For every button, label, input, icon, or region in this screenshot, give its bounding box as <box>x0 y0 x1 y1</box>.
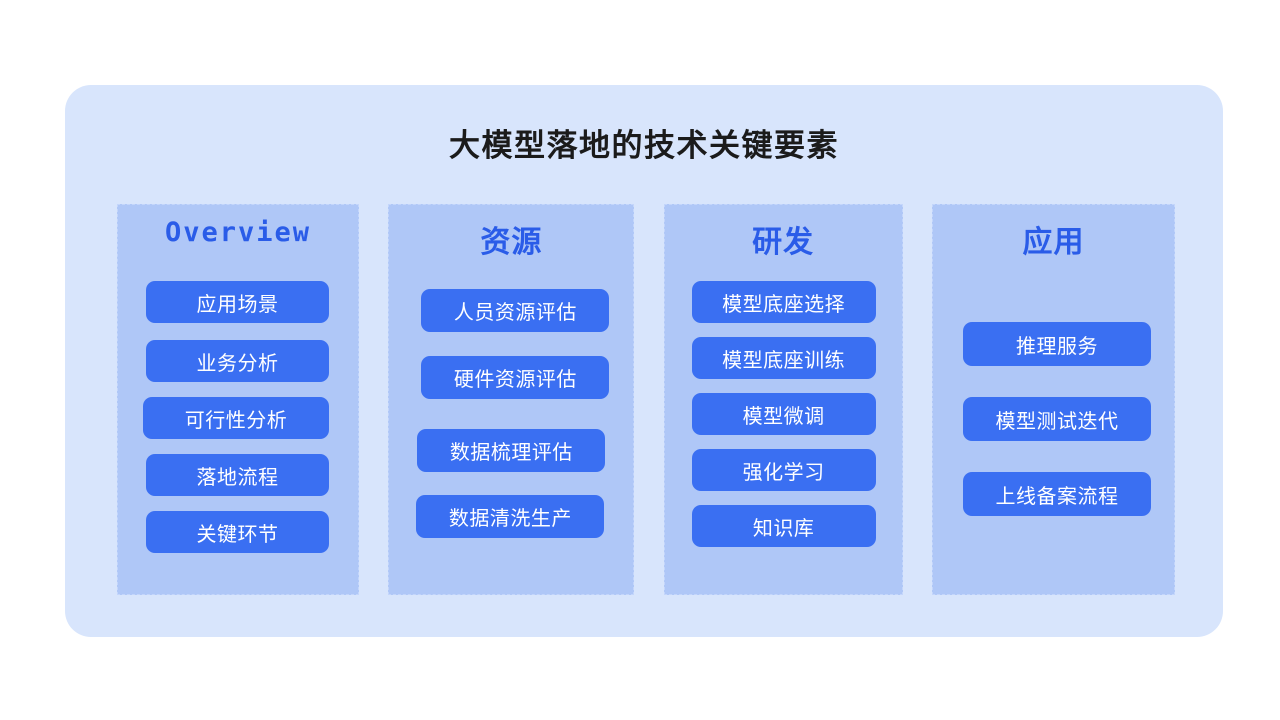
item-list-resources: 人员资源评估 硬件资源评估 数据梳理评估 数据清洗生产 <box>389 205 633 594</box>
item-list-application: 推理服务 模型测试迭代 上线备案流程 <box>933 205 1174 594</box>
item-chip[interactable]: 关键环节 <box>146 511 329 553</box>
category-column-application[interactable]: 应用 推理服务 模型测试迭代 上线备案流程 <box>931 204 1175 595</box>
item-chip[interactable]: 落地流程 <box>146 454 329 496</box>
item-chip[interactable]: 业务分析 <box>146 340 329 382</box>
item-chip[interactable]: 知识库 <box>691 505 876 547</box>
item-chip[interactable]: 上线备案流程 <box>962 472 1151 516</box>
item-chip[interactable]: 数据清洗生产 <box>416 495 605 538</box>
item-chip[interactable]: 硬件资源评估 <box>421 356 610 399</box>
item-chip[interactable]: 强化学习 <box>691 449 876 491</box>
category-column-rnd[interactable]: 研发 模型底座选择 模型底座训练 模型微调 强化学习 知识库 <box>663 204 903 595</box>
item-chip[interactable]: 应用场景 <box>146 281 329 323</box>
category-column-overview[interactable]: Overview 应用场景 业务分析 可行性分析 落地流程 关键环节 <box>117 204 359 595</box>
item-chip[interactable]: 人员资源评估 <box>421 289 610 332</box>
category-columns: Overview 应用场景 业务分析 可行性分析 落地流程 关键环节 资源 人员… <box>117 204 1175 595</box>
item-list-overview: 应用场景 业务分析 可行性分析 落地流程 关键环节 <box>118 205 358 594</box>
item-chip[interactable]: 模型测试迭代 <box>962 397 1151 441</box>
content-card: 大模型落地的技术关键要素 Overview 应用场景 业务分析 可行性分析 落地… <box>65 85 1223 637</box>
category-column-resources[interactable]: 资源 人员资源评估 硬件资源评估 数据梳理评估 数据清洗生产 <box>388 204 635 595</box>
item-chip[interactable]: 推理服务 <box>962 322 1151 366</box>
item-chip[interactable]: 可行性分析 <box>143 397 329 439</box>
item-chip[interactable]: 模型底座选择 <box>691 281 876 323</box>
column-header-overview: Overview <box>164 217 312 248</box>
item-chip[interactable]: 模型底座训练 <box>691 337 876 379</box>
item-chip[interactable]: 数据梳理评估 <box>417 429 606 472</box>
column-header-resources: 资源 <box>480 226 543 259</box>
item-chip[interactable]: 模型微调 <box>691 393 876 435</box>
page-title: 大模型落地的技术关键要素 <box>449 128 839 163</box>
item-list-rnd: 模型底座选择 模型底座训练 模型微调 强化学习 知识库 <box>665 205 902 594</box>
column-header-rnd: 研发 <box>752 226 815 259</box>
column-header-application: 应用 <box>1022 226 1085 259</box>
